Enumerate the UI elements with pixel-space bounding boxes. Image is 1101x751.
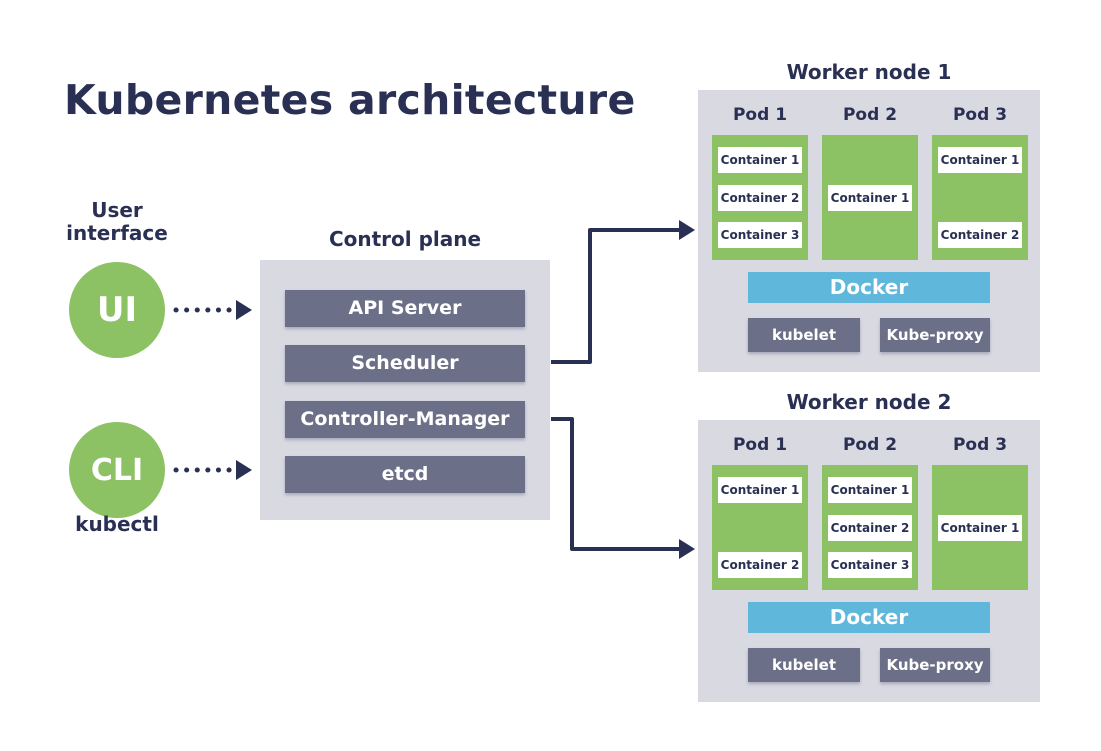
container-box: Container 1 [828, 184, 912, 211]
container-box: Container 1 [718, 147, 802, 173]
worker1-pod2-column: Pod 2 Container 1 [822, 102, 918, 260]
container-box: Container 1 [938, 514, 1022, 541]
container-box: Container 2 [718, 552, 802, 578]
worker2-pod1-column: Pod 1 Container 1 Container 2 [712, 432, 808, 590]
worker2-pod2: Container 1 Container 2 Container 3 [822, 465, 918, 590]
container-box: Container 2 [828, 514, 912, 541]
worker1-pod2: Container 1 [822, 135, 918, 260]
pod-label: Pod 2 [842, 105, 898, 125]
worker1-pod3: Container 1 Container 2 [932, 135, 1028, 260]
docker-bar: Docker [748, 272, 990, 303]
container-box: Container 1 [828, 477, 912, 503]
kube-proxy-node: Kube-proxy [880, 648, 990, 682]
ui-badge: UI [96, 290, 138, 330]
worker2-pod2-column: Pod 2 Container 1 Container 2 Container … [822, 432, 918, 590]
user-interface-label: User interface [66, 198, 168, 245]
scheduler-node: Scheduler [285, 345, 525, 383]
pod-label: Pod 1 [732, 105, 788, 125]
kube-proxy-node: Kube-proxy [880, 318, 990, 352]
controlplane-to-worker1-line [551, 228, 679, 364]
container-box: Container 2 [938, 222, 1022, 248]
worker2-pod3: Container 1 [932, 465, 1028, 590]
kubectl-label: kubectl [75, 512, 159, 536]
worker1-pod3-column: Pod 3 Container 1 Container 2 [932, 102, 1028, 260]
control-plane-panel: API Server Scheduler Controller-Manager … [260, 260, 550, 520]
arrowhead-icon [679, 539, 695, 559]
controller-manager-node: Controller-Manager [285, 400, 525, 438]
arrowhead-icon [236, 460, 252, 480]
container-box: Container 3 [828, 552, 912, 578]
worker2-pod1: Container 1 Container 2 [712, 465, 808, 590]
worker-node-2-panel: Pod 1 Container 1 Container 2 Pod 2 Cont… [698, 420, 1040, 702]
kubelet-node: kubelet [748, 648, 860, 682]
api-server-node: API Server [285, 290, 525, 327]
worker-node-2-title: Worker node 2 [786, 390, 952, 414]
worker-node-1-panel: Pod 1 Container 1 Container 2 Container … [698, 90, 1040, 372]
arrowhead-icon [236, 300, 252, 320]
worker2-pod3-column: Pod 3 Container 1 [932, 432, 1028, 590]
control-plane-title: Control plane [328, 227, 482, 251]
container-box: Container 3 [718, 222, 802, 248]
container-box: Container 2 [718, 184, 802, 211]
diagram-title: Kubernetes architecture [64, 76, 636, 124]
kubelet-node: kubelet [748, 318, 860, 352]
container-box: Container 1 [938, 147, 1022, 173]
cli-node: CLI [69, 422, 165, 518]
controlplane-to-worker2-line [551, 417, 679, 551]
docker-bar: Docker [748, 602, 990, 633]
container-box: Container 1 [718, 477, 802, 503]
pod-label: Pod 3 [952, 105, 1008, 125]
pod-label: Pod 3 [952, 435, 1008, 455]
pod-label: Pod 2 [842, 435, 898, 455]
ui-node: UI [69, 262, 165, 358]
worker-node-1-title: Worker node 1 [786, 60, 952, 84]
arrowhead-icon [679, 220, 695, 240]
worker1-pod1: Container 1 Container 2 Container 3 [712, 135, 808, 260]
etcd-node: etcd [285, 455, 525, 493]
cli-badge: CLI [90, 452, 144, 488]
pod-label: Pod 1 [732, 435, 788, 455]
worker1-pod1-column: Pod 1 Container 1 Container 2 Container … [712, 102, 808, 260]
